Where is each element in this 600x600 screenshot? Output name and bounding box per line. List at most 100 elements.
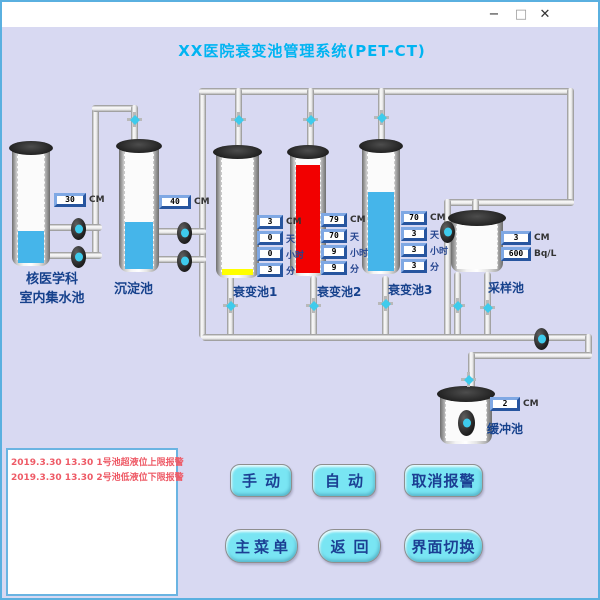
pipe-valve-icon <box>127 112 142 127</box>
back-button[interactable]: 返回 <box>318 529 381 563</box>
valve-icon[interactable] <box>71 218 86 240</box>
pipe-valve-icon <box>480 300 495 315</box>
unit-label: 分 <box>430 262 440 273</box>
valve-icon[interactable] <box>534 328 549 350</box>
pipe-valve-icon <box>378 296 393 311</box>
close-icon[interactable]: ✕ <box>539 7 551 22</box>
unit-label: 分 <box>350 264 360 275</box>
tank-sediment <box>116 139 162 272</box>
alarm-log-panel[interactable]: 2019.3.30 13.30 1号池超液位上限报警 2019.3.30 13.… <box>6 448 184 596</box>
tank-decay1-gauge <box>221 157 254 275</box>
readout-buffer-level: 2 CM <box>490 397 539 411</box>
pipe-valve-icon <box>231 112 246 127</box>
tank-decay2 <box>287 145 329 276</box>
unit-label: CM <box>534 233 550 243</box>
tank-collect <box>9 141 53 266</box>
auto-button[interactable]: 自动 <box>312 464 376 497</box>
tank-collect-label-line2: 室内集水池 <box>19 291 85 306</box>
manual-button[interactable]: 手动 <box>230 464 292 497</box>
valve-icon[interactable] <box>440 221 455 243</box>
hours-display[interactable]: 3 <box>401 243 427 257</box>
tank-decay3-liquid <box>368 191 394 271</box>
valve-icon[interactable] <box>71 246 86 268</box>
switch-screen-button[interactable]: 界面切换 <box>404 529 483 563</box>
pipe-valve-icon <box>306 298 321 313</box>
pipe-segment <box>470 352 592 359</box>
pipe-valve-icon <box>461 372 476 387</box>
tank-decay1-liquid <box>222 269 253 275</box>
main-menu-button[interactable]: 主菜单 <box>225 529 298 563</box>
days-display[interactable]: 0 <box>257 231 283 245</box>
pipe-segment <box>202 334 592 341</box>
tank-buffer-label: 缓冲池 <box>487 422 524 436</box>
pipe-segment <box>444 199 451 339</box>
level-display[interactable]: 30 <box>54 193 86 207</box>
unit-label: 分 <box>286 266 296 277</box>
pipe-segment <box>445 199 574 206</box>
valve-icon[interactable] <box>177 250 192 272</box>
readout-decay3-hours: 3 小时 <box>401 243 448 257</box>
unit-label: CM <box>89 195 105 205</box>
pipe-segment <box>567 88 574 206</box>
minimize-icon[interactable]: − <box>488 7 500 22</box>
pipe-segment <box>585 334 592 358</box>
unit-label: CM <box>430 213 446 223</box>
unit-label: CM <box>194 197 210 207</box>
readout-decay1-level: 3 CM <box>257 215 302 229</box>
pipe-segment <box>199 88 206 338</box>
tank-decay2-liquid <box>296 165 320 273</box>
readout-decay2-hours: 9 小时 <box>321 245 368 259</box>
tank-sediment-gauge <box>124 151 154 269</box>
unit-label: Bq/L <box>534 249 557 259</box>
readout-decay2-days: 70 天 <box>321 229 359 243</box>
maximize-icon[interactable]: □ <box>514 7 528 22</box>
unit-label: CM <box>523 399 539 409</box>
pipe-valve-icon <box>223 298 238 313</box>
alarm-entry: 2019.3.30 13.30 1号池超液位上限报警 <box>11 458 184 468</box>
readout-decay3-level: 70 CM <box>401 211 446 225</box>
valve-icon[interactable] <box>177 222 192 244</box>
tank-sampling <box>448 210 506 272</box>
readout-decay3-days: 3 天 <box>401 227 439 241</box>
tank-collect-liquid <box>18 231 44 263</box>
level-display[interactable]: 40 <box>159 195 191 209</box>
tank-collect-gauge <box>17 153 45 263</box>
tank-collect-label-line1: 核医学科 <box>25 272 78 287</box>
unit-label: 小时 <box>430 246 449 257</box>
pipe-segment <box>92 105 99 259</box>
tank-decay1 <box>213 145 262 278</box>
pump-icon[interactable] <box>458 410 475 436</box>
unit-label: 天 <box>430 230 440 241</box>
minutes-display[interactable]: 9 <box>321 261 347 275</box>
level-display[interactable]: 70 <box>401 211 427 225</box>
readout-collect-level: 30 CM <box>54 193 105 207</box>
tank-decay1-label: 衰变池1 <box>233 285 278 299</box>
days-display[interactable]: 70 <box>321 229 347 243</box>
pipe-valve-icon <box>450 298 465 313</box>
days-display[interactable]: 3 <box>401 227 427 241</box>
page-title: XX医院衰变池管理系统(PET-CT) <box>178 42 426 60</box>
hours-display[interactable]: 0 <box>257 247 283 261</box>
unit-label: CM <box>350 215 366 225</box>
unit-label: CM <box>286 217 302 227</box>
activity-display[interactable]: 600 <box>501 247 531 261</box>
tank-decay3 <box>359 139 403 274</box>
level-display[interactable]: 3 <box>257 215 283 229</box>
tank-decay2-label: 衰变池2 <box>317 285 362 299</box>
unit-label: 小时 <box>350 248 369 259</box>
cancel-alarm-button[interactable]: 取消报警 <box>404 464 483 497</box>
level-display[interactable]: 3 <box>501 231 531 245</box>
readout-decay1-hours: 0 小时 <box>257 247 304 261</box>
minutes-display[interactable]: 3 <box>401 259 427 273</box>
alarm-entry: 2019.3.30 13.30 2号池低液位下限报警 <box>11 473 184 483</box>
readout-sediment-level: 40 CM <box>159 195 210 209</box>
tank-sampling-gauge <box>456 223 498 269</box>
pipe-valve-icon <box>303 112 318 127</box>
hours-display[interactable]: 9 <box>321 245 347 259</box>
unit-label: 天 <box>286 234 296 245</box>
minutes-display[interactable]: 3 <box>257 263 283 277</box>
level-display[interactable]: 79 <box>321 213 347 227</box>
level-display[interactable]: 2 <box>490 397 520 411</box>
tank-decay3-label: 衰变池3 <box>388 283 433 297</box>
